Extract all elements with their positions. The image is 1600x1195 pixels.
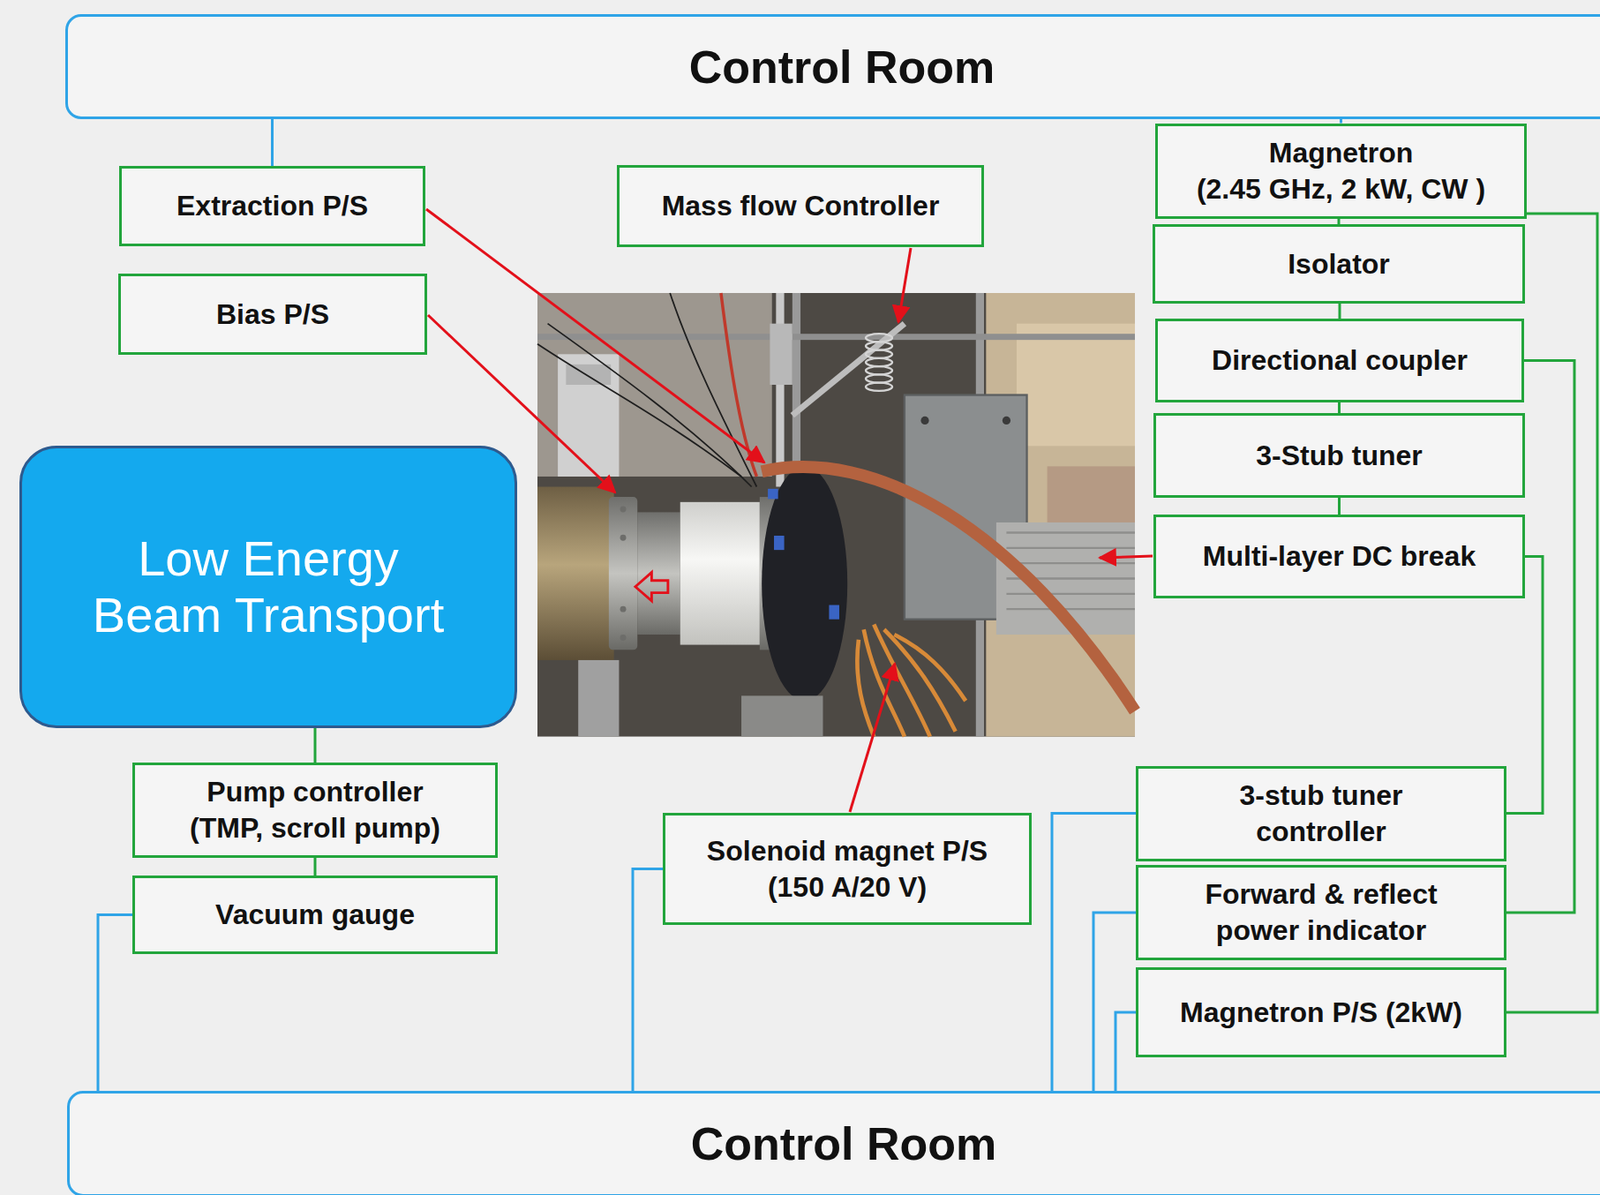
control-room-band: Control Room (67, 1090, 1600, 1195)
text-line: Multi-layer DC break (1202, 538, 1476, 575)
connector-line (1051, 813, 1136, 1092)
control-room-band: Control Room (65, 14, 1600, 120)
text-line: Magnetron P/S (2kW) (1179, 994, 1463, 1031)
node-label: Multi-layer DC break (1202, 538, 1476, 575)
leader-lines (426, 209, 1153, 812)
text-line: Forward & reflect (1204, 876, 1437, 913)
rf-component-box: Multi-layer DC break (1153, 514, 1525, 599)
text-line: (TMP, scroll pump) (189, 810, 441, 847)
node-label: Mass flow Controller (661, 187, 940, 225)
connector-line (97, 915, 133, 1092)
text-line: 3-stub tuner (1239, 777, 1404, 814)
power-supply-box: Extraction P/S (119, 165, 426, 247)
connector-line (1115, 1012, 1136, 1091)
rf-component-box: 3-Stub tuner (1153, 413, 1525, 498)
rf-component-box: Isolator (1152, 224, 1525, 304)
instrument-box: Vacuum gauge (132, 875, 498, 954)
node-label: Magnetron P/S (2kW) (1179, 994, 1463, 1031)
text-line: power indicator (1204, 912, 1437, 949)
connector-line (632, 869, 663, 1092)
node-label: 3-stub tuner controller (1239, 777, 1404, 850)
text-line: Extraction P/S (176, 187, 369, 225)
leader-line (1099, 555, 1153, 558)
text-line: Bias P/S (216, 296, 330, 333)
text-line: Pump controller (189, 773, 441, 811)
text-line: Control Room (689, 40, 996, 94)
text-line: Isolator (1287, 246, 1390, 283)
node-label: Isolator (1287, 246, 1390, 283)
power-supply-box: Solenoid magnet P/S (150 A/20 V) (662, 812, 1032, 925)
node-label: Pump controller (TMP, scroll pump) (189, 773, 441, 847)
node-label: Directional coupler (1211, 342, 1468, 379)
text-line: Mass flow Controller (661, 187, 940, 225)
text-line: 3-Stub tuner (1255, 437, 1422, 474)
instrument-box: Forward & reflect power indicator (1135, 864, 1507, 961)
text-line: Low Energy (92, 530, 444, 587)
power-supply-box: Bias P/S (118, 273, 428, 355)
text-line: Directional coupler (1211, 342, 1468, 379)
text-line: Solenoid magnet P/S (706, 833, 988, 870)
node-label: Control Room (689, 40, 996, 94)
text-line: (2.45 GHz, 2 kW, CW ) (1196, 171, 1486, 208)
node-label: Extraction P/S (176, 187, 369, 225)
text-line: Magnetron (1196, 135, 1486, 172)
text-line: Control Room (691, 1117, 998, 1171)
connector-line (270, 119, 274, 166)
text-line: (150 A/20 V) (706, 869, 988, 906)
connector-line (314, 728, 317, 763)
connector-line (314, 857, 317, 876)
node-label: 3-Stub tuner (1255, 437, 1422, 474)
power-supply-box: Magnetron P/S (2kW) (1135, 967, 1507, 1058)
rf-component-box: Magnetron (2.45 GHz, 2 kW, CW ) (1155, 123, 1527, 219)
node-label: Vacuum gauge (215, 896, 415, 933)
node-label: Control Room (691, 1117, 998, 1171)
node-label: Magnetron (2.45 GHz, 2 kW, CW ) (1196, 135, 1486, 208)
node-label: Solenoid magnet P/S (150 A/20 V) (706, 833, 988, 906)
leader-line (849, 663, 895, 812)
controller-box: Mass flow Controller (616, 165, 985, 248)
node-label: Low Energy Beam Transport (92, 530, 444, 645)
controller-box: 3-stub tuner controller (1135, 766, 1507, 862)
text-line: controller (1239, 813, 1404, 850)
node-label: Forward & reflect power indicator (1204, 876, 1437, 949)
leader-line (426, 209, 765, 463)
rf-component-box: Directional coupler (1155, 318, 1525, 403)
text-line: Vacuum gauge (215, 896, 415, 933)
connector-line (1338, 303, 1342, 319)
controller-box: Pump controller (TMP, scroll pump) (132, 762, 498, 858)
leader-line (898, 247, 911, 323)
connector-line (1337, 402, 1341, 414)
text-line: Beam Transport (92, 586, 444, 644)
beamline-box: Low Energy Beam Transport (19, 445, 518, 729)
connector-line (1093, 912, 1136, 1091)
connector-line (1337, 497, 1341, 515)
node-label: Bias P/S (216, 296, 330, 333)
